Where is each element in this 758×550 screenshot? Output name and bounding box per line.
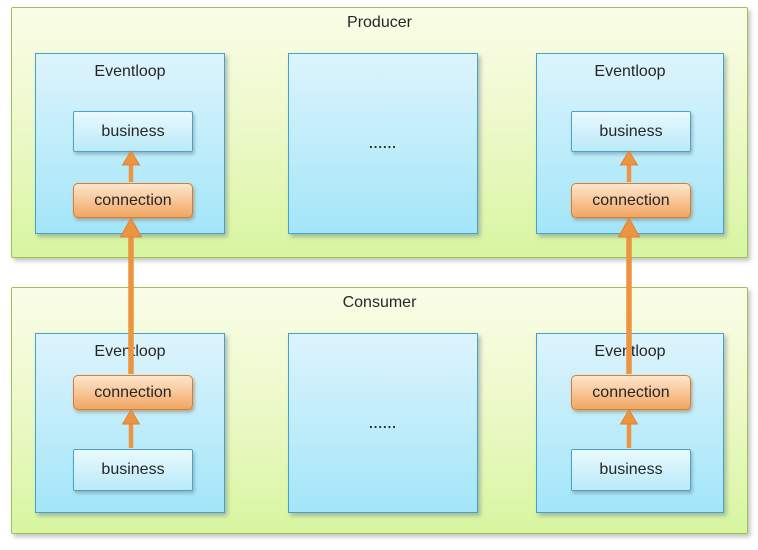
eventloop-title: Eventloop (594, 343, 666, 360)
eventloop-title: Eventloop (594, 63, 666, 80)
consumer-ellipsis-box: ...... (288, 333, 478, 513)
consumer-title: Consumer (342, 294, 417, 311)
consumer-right-business-node: business (571, 449, 691, 491)
ellipsis-text: ...... (369, 136, 397, 151)
consumer-container: Consumer Eventloop connection business .… (11, 287, 748, 534)
consumer-right-connection-node: connection (571, 375, 691, 410)
eventloop-title: Eventloop (94, 63, 166, 80)
producer-left-connection-node: connection (73, 183, 193, 218)
producer-right-connection-node: connection (571, 183, 691, 218)
producer-eventloop-left: Eventloop business connection (35, 53, 225, 234)
consumer-left-business-node: business (73, 449, 193, 491)
consumer-eventloop-right: Eventloop connection business (536, 333, 724, 513)
producer-title: Producer (347, 14, 412, 31)
producer-eventloop-right: Eventloop business connection (536, 53, 724, 234)
producer-container: Producer Eventloop business connection .… (11, 7, 748, 258)
producer-left-business-node: business (73, 111, 193, 152)
consumer-left-connection-node: connection (73, 375, 193, 410)
producer-right-business-node: business (571, 111, 691, 152)
producer-ellipsis-box: ...... (288, 53, 478, 234)
consumer-eventloop-left: Eventloop connection business (35, 333, 225, 513)
eventloop-title: Eventloop (94, 343, 166, 360)
ellipsis-text: ...... (369, 415, 397, 431)
